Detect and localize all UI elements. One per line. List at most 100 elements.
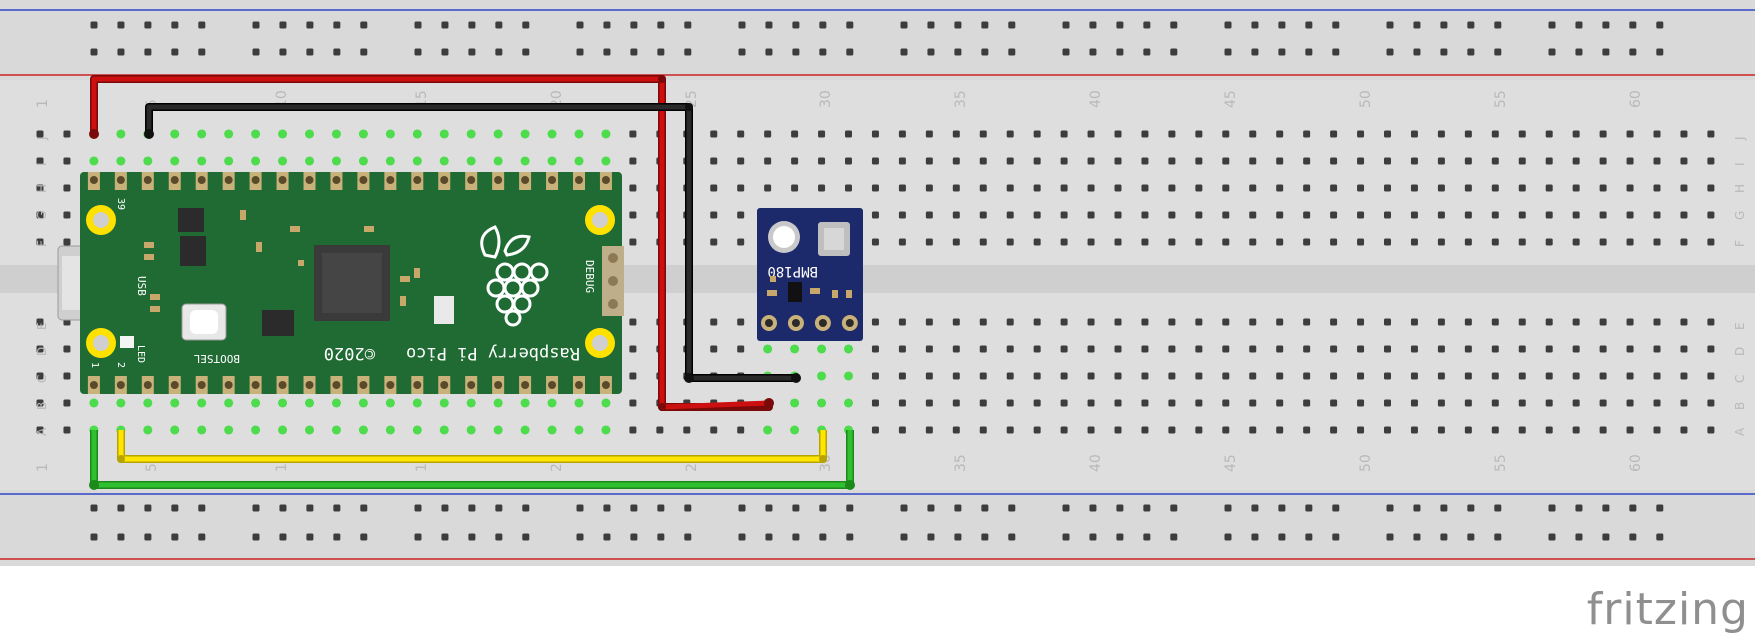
breadboard-hole[interactable] (1653, 426, 1661, 434)
breadboard-hole[interactable] (1491, 399, 1499, 407)
breadboard-hole[interactable] (737, 345, 745, 353)
breadboard-hole[interactable] (1707, 426, 1715, 434)
rail-hole[interactable] (1170, 504, 1178, 512)
breadboard-hole[interactable] (1518, 130, 1526, 138)
rail-hole[interactable] (441, 48, 449, 56)
rail-hole[interactable] (90, 21, 98, 29)
breadboard-hole[interactable] (36, 184, 44, 192)
breadboard-hole[interactable] (1006, 372, 1014, 380)
breadboard-hole[interactable] (737, 318, 745, 326)
breadboard-hole[interactable] (1249, 372, 1257, 380)
rail-hole[interactable] (1440, 48, 1448, 56)
breadboard-hole[interactable] (1330, 238, 1338, 246)
breadboard-hole[interactable] (1303, 399, 1311, 407)
breadboard-hole[interactable] (1087, 399, 1095, 407)
breadboard-hole[interactable] (1384, 238, 1391, 246)
rail-hole[interactable] (1602, 504, 1610, 512)
rail-hole[interactable] (954, 21, 962, 29)
rail-hole[interactable] (1575, 504, 1583, 512)
breadboard-hole[interactable] (1195, 426, 1203, 434)
breadboard-hole[interactable] (1707, 399, 1715, 407)
breadboard-hole[interactable] (1464, 211, 1472, 219)
breadboard-hole[interactable] (979, 372, 987, 380)
breadboard-hole[interactable] (1545, 157, 1553, 165)
rail-hole[interactable] (1251, 533, 1259, 541)
rail-hole[interactable] (765, 21, 773, 29)
breadboard-hole[interactable] (1653, 130, 1661, 138)
breadboard-hole[interactable] (737, 184, 745, 192)
rail-hole[interactable] (819, 533, 827, 541)
breadboard-hole[interactable] (952, 238, 960, 246)
rail-hole[interactable] (117, 48, 125, 56)
breadboard-hole[interactable] (1249, 130, 1257, 138)
rail-hole[interactable] (927, 48, 935, 56)
rail-hole[interactable] (576, 21, 584, 29)
breadboard-hole[interactable] (1276, 345, 1284, 353)
breadboard-hole[interactable] (818, 157, 826, 165)
rail-hole[interactable] (171, 21, 179, 29)
breadboard-hole[interactable] (1653, 345, 1661, 353)
rail-hole[interactable] (1494, 533, 1502, 541)
breadboard-hole[interactable] (952, 318, 960, 326)
breadboard-hole[interactable] (1572, 399, 1580, 407)
rail-hole[interactable] (1224, 533, 1232, 541)
breadboard-hole[interactable] (1572, 372, 1580, 380)
breadboard-hole[interactable] (1599, 345, 1607, 353)
breadboard-hole[interactable] (629, 157, 637, 165)
breadboard-hole[interactable] (63, 238, 71, 246)
rail-hole[interactable] (1413, 533, 1421, 541)
rail-hole[interactable] (657, 21, 665, 29)
rail-hole[interactable] (279, 504, 287, 512)
rail-hole[interactable] (1224, 21, 1232, 29)
rail-hole[interactable] (900, 504, 908, 512)
breadboard-hole[interactable] (925, 238, 933, 246)
breadboard-hole[interactable] (871, 184, 879, 192)
breadboard-hole[interactable] (1303, 426, 1311, 434)
rail-hole[interactable] (1332, 533, 1340, 541)
rail-hole[interactable] (765, 533, 773, 541)
breadboard-hole[interactable] (925, 426, 933, 434)
rail-hole[interactable] (765, 48, 773, 56)
breadboard-hole[interactable] (1680, 399, 1688, 407)
rail-hole[interactable] (846, 21, 854, 29)
breadboard-hole[interactable] (1303, 184, 1311, 192)
rail-hole[interactable] (1467, 48, 1475, 56)
breadboard-hole[interactable] (1195, 211, 1203, 219)
breadboard-hole[interactable] (1033, 211, 1041, 219)
breadboard-hole[interactable] (1087, 426, 1095, 434)
breadboard-hole[interactable] (1060, 238, 1068, 246)
rail-hole[interactable] (1089, 533, 1097, 541)
breadboard-hole[interactable] (1518, 345, 1526, 353)
breadboard-hole[interactable] (1033, 426, 1041, 434)
rail-hole[interactable] (360, 504, 368, 512)
rail-hole[interactable] (738, 504, 746, 512)
breadboard-hole[interactable] (1707, 345, 1715, 353)
breadboard-hole[interactable] (1222, 426, 1230, 434)
breadboard-hole[interactable] (1626, 372, 1634, 380)
breadboard-hole[interactable] (791, 157, 799, 165)
rail-hole[interactable] (657, 533, 665, 541)
rail-hole[interactable] (927, 533, 935, 541)
breadboard-hole[interactable] (36, 372, 44, 380)
breadboard-hole[interactable] (1707, 211, 1715, 219)
breadboard-hole[interactable] (952, 157, 960, 165)
breadboard-hole[interactable] (871, 318, 879, 326)
breadboard-hole[interactable] (845, 130, 852, 138)
breadboard-hole[interactable] (656, 426, 664, 434)
rail-hole[interactable] (522, 504, 530, 512)
breadboard-hole[interactable] (1357, 238, 1365, 246)
rail-hole[interactable] (117, 21, 125, 29)
breadboard-hole[interactable] (1464, 399, 1472, 407)
rail-hole[interactable] (1386, 48, 1394, 56)
breadboard-hole[interactable] (1033, 238, 1041, 246)
breadboard-hole[interactable] (1437, 238, 1445, 246)
rail-hole[interactable] (1656, 504, 1664, 512)
rail-hole[interactable] (1494, 21, 1502, 29)
rail-hole[interactable] (1278, 504, 1286, 512)
rail-hole[interactable] (1008, 48, 1016, 56)
rail-hole[interactable] (684, 504, 692, 512)
breadboard-hole[interactable] (1464, 184, 1472, 192)
breadboard-hole[interactable] (925, 318, 933, 326)
rail-hole[interactable] (576, 533, 584, 541)
breadboard-hole[interactable] (63, 157, 71, 165)
